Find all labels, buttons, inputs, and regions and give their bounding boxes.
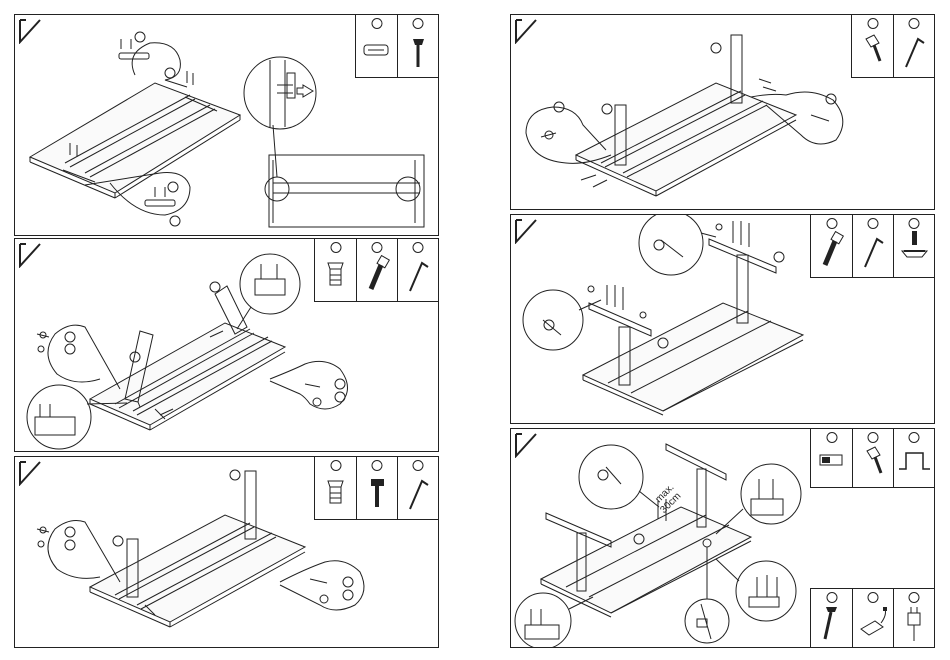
bolt-icon bbox=[811, 229, 852, 275]
hex-key-icon bbox=[398, 253, 439, 299]
hex-key-icon bbox=[398, 471, 439, 517]
bolt-part bbox=[356, 239, 397, 301]
control-box-icon bbox=[811, 443, 852, 487]
parts-box-step-1 bbox=[355, 14, 439, 78]
screw-icon bbox=[398, 29, 439, 75]
control-box-part bbox=[811, 429, 852, 487]
power-plug-part bbox=[893, 589, 934, 647]
hex-key-icon bbox=[853, 229, 894, 275]
threaded-insert-part bbox=[315, 239, 356, 301]
parts-box-step-2 bbox=[314, 238, 439, 302]
screw-part bbox=[852, 429, 893, 487]
hand-switch-icon bbox=[853, 603, 894, 647]
screw-icon bbox=[853, 443, 894, 487]
slider-block-part bbox=[356, 15, 397, 77]
step-panel-6: max. 30cm bbox=[510, 428, 935, 648]
screw-part bbox=[397, 15, 438, 77]
parts-box-step-4 bbox=[851, 14, 935, 78]
bolt-part bbox=[811, 215, 852, 277]
hex-key-part bbox=[893, 15, 934, 77]
threaded-insert-part bbox=[315, 457, 356, 519]
bolt-part bbox=[356, 457, 397, 519]
screw-part bbox=[852, 15, 893, 77]
threaded-insert-icon bbox=[315, 253, 356, 299]
threaded-insert-icon bbox=[315, 471, 356, 517]
step-panel-2 bbox=[14, 238, 439, 452]
step-panel-5 bbox=[510, 214, 935, 424]
bracket-icon bbox=[894, 443, 935, 487]
parts-box-step-6-bottom bbox=[810, 588, 935, 648]
adjustable-foot-part bbox=[893, 215, 934, 277]
step-panel-3 bbox=[14, 456, 439, 648]
hex-key-part bbox=[852, 215, 893, 277]
hex-key-icon bbox=[894, 29, 935, 75]
adjustable-foot-icon bbox=[894, 229, 935, 275]
hand-switch-part bbox=[852, 589, 893, 647]
step-panel-4 bbox=[510, 14, 935, 210]
parts-box-step-3 bbox=[314, 456, 439, 520]
bolt-icon bbox=[357, 471, 398, 517]
power-plug-icon bbox=[894, 603, 935, 647]
step-panel-1 bbox=[14, 14, 439, 236]
parts-box-step-5 bbox=[810, 214, 935, 278]
bolt-icon bbox=[357, 253, 398, 299]
screw-icon bbox=[852, 29, 893, 75]
bracket-part bbox=[893, 429, 934, 487]
hex-key-part bbox=[397, 457, 438, 519]
slider-block-icon bbox=[356, 29, 397, 75]
hex-key-part bbox=[397, 239, 438, 301]
screw-part bbox=[811, 589, 852, 647]
parts-box-step-6-top bbox=[810, 428, 935, 488]
screw-icon bbox=[811, 603, 852, 647]
